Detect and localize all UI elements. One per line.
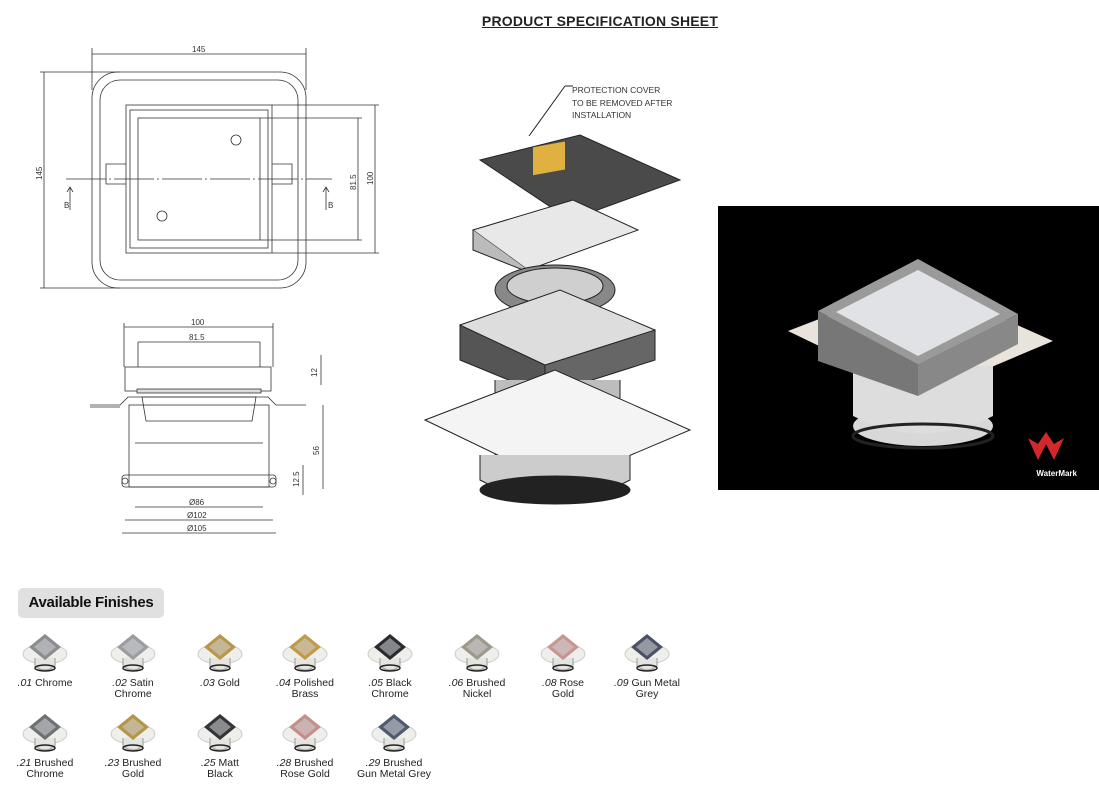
- exploded-view-drawing: [423, 85, 692, 505]
- finishes-heading: Available Finishes: [18, 588, 164, 618]
- note-line: PROTECTION COVER: [572, 85, 661, 95]
- product-render: [788, 259, 1064, 460]
- finish-swatch: .01 Chrome: [2, 630, 88, 689]
- finish-drain-icon: [197, 634, 243, 672]
- page-title: PRODUCT SPECIFICATION SHEET: [481, 13, 719, 29]
- watermark-label: WaterMark: [1036, 469, 1077, 478]
- finish-drain-icon: [110, 634, 156, 672]
- svg-text:12.5: 12.5: [292, 471, 301, 487]
- svg-text:B: B: [64, 201, 69, 210]
- svg-text:Ø105: Ø105: [187, 524, 207, 533]
- protection-cover-note: PROTECTION COVER TO BE REMOVED AFTER INS…: [572, 84, 672, 122]
- finish-drain-icon: [367, 634, 413, 672]
- finish-swatch: .03 Gold: [177, 630, 263, 689]
- finish-drain-icon: [282, 714, 328, 752]
- section-view-drawing: 100 81.5 12 56 12.5 Ø86 Ø102 Ø105: [90, 318, 324, 534]
- watermark-logo-icon: [1028, 432, 1064, 460]
- finish-drain-icon: [22, 714, 68, 752]
- finish-drain-icon: [540, 634, 586, 672]
- note-line: INSTALLATION: [572, 110, 632, 120]
- finish-drain-icon: [197, 714, 243, 752]
- finish-drain-icon: [624, 634, 670, 672]
- svg-text:Ø102: Ø102: [187, 511, 207, 520]
- finish-label: .03 Gold: [200, 677, 240, 689]
- svg-text:81.5: 81.5: [189, 333, 205, 342]
- finish-label: .01 Chrome: [17, 677, 73, 689]
- finish-drain-icon: [371, 714, 417, 752]
- svg-text:145: 145: [192, 45, 206, 54]
- finish-drain-icon: [110, 714, 156, 752]
- svg-text:81.5: 81.5: [349, 174, 358, 190]
- product-photo: WaterMark: [718, 206, 1099, 490]
- finish-drain-icon: [454, 634, 500, 672]
- note-line: TO BE REMOVED AFTER: [572, 97, 673, 108]
- finish-drain-icon: [282, 634, 328, 672]
- top-view-drawing: 145 145 B B 81.5 100: [35, 45, 379, 289]
- svg-text:Ø86: Ø86: [189, 498, 205, 507]
- svg-text:145: 145: [35, 166, 44, 180]
- svg-text:12: 12: [310, 368, 319, 377]
- svg-text:56: 56: [312, 446, 321, 455]
- svg-text:100: 100: [366, 171, 375, 185]
- svg-text:100: 100: [191, 318, 205, 327]
- svg-text:B: B: [328, 201, 333, 210]
- finish-drain-icon: [22, 634, 68, 672]
